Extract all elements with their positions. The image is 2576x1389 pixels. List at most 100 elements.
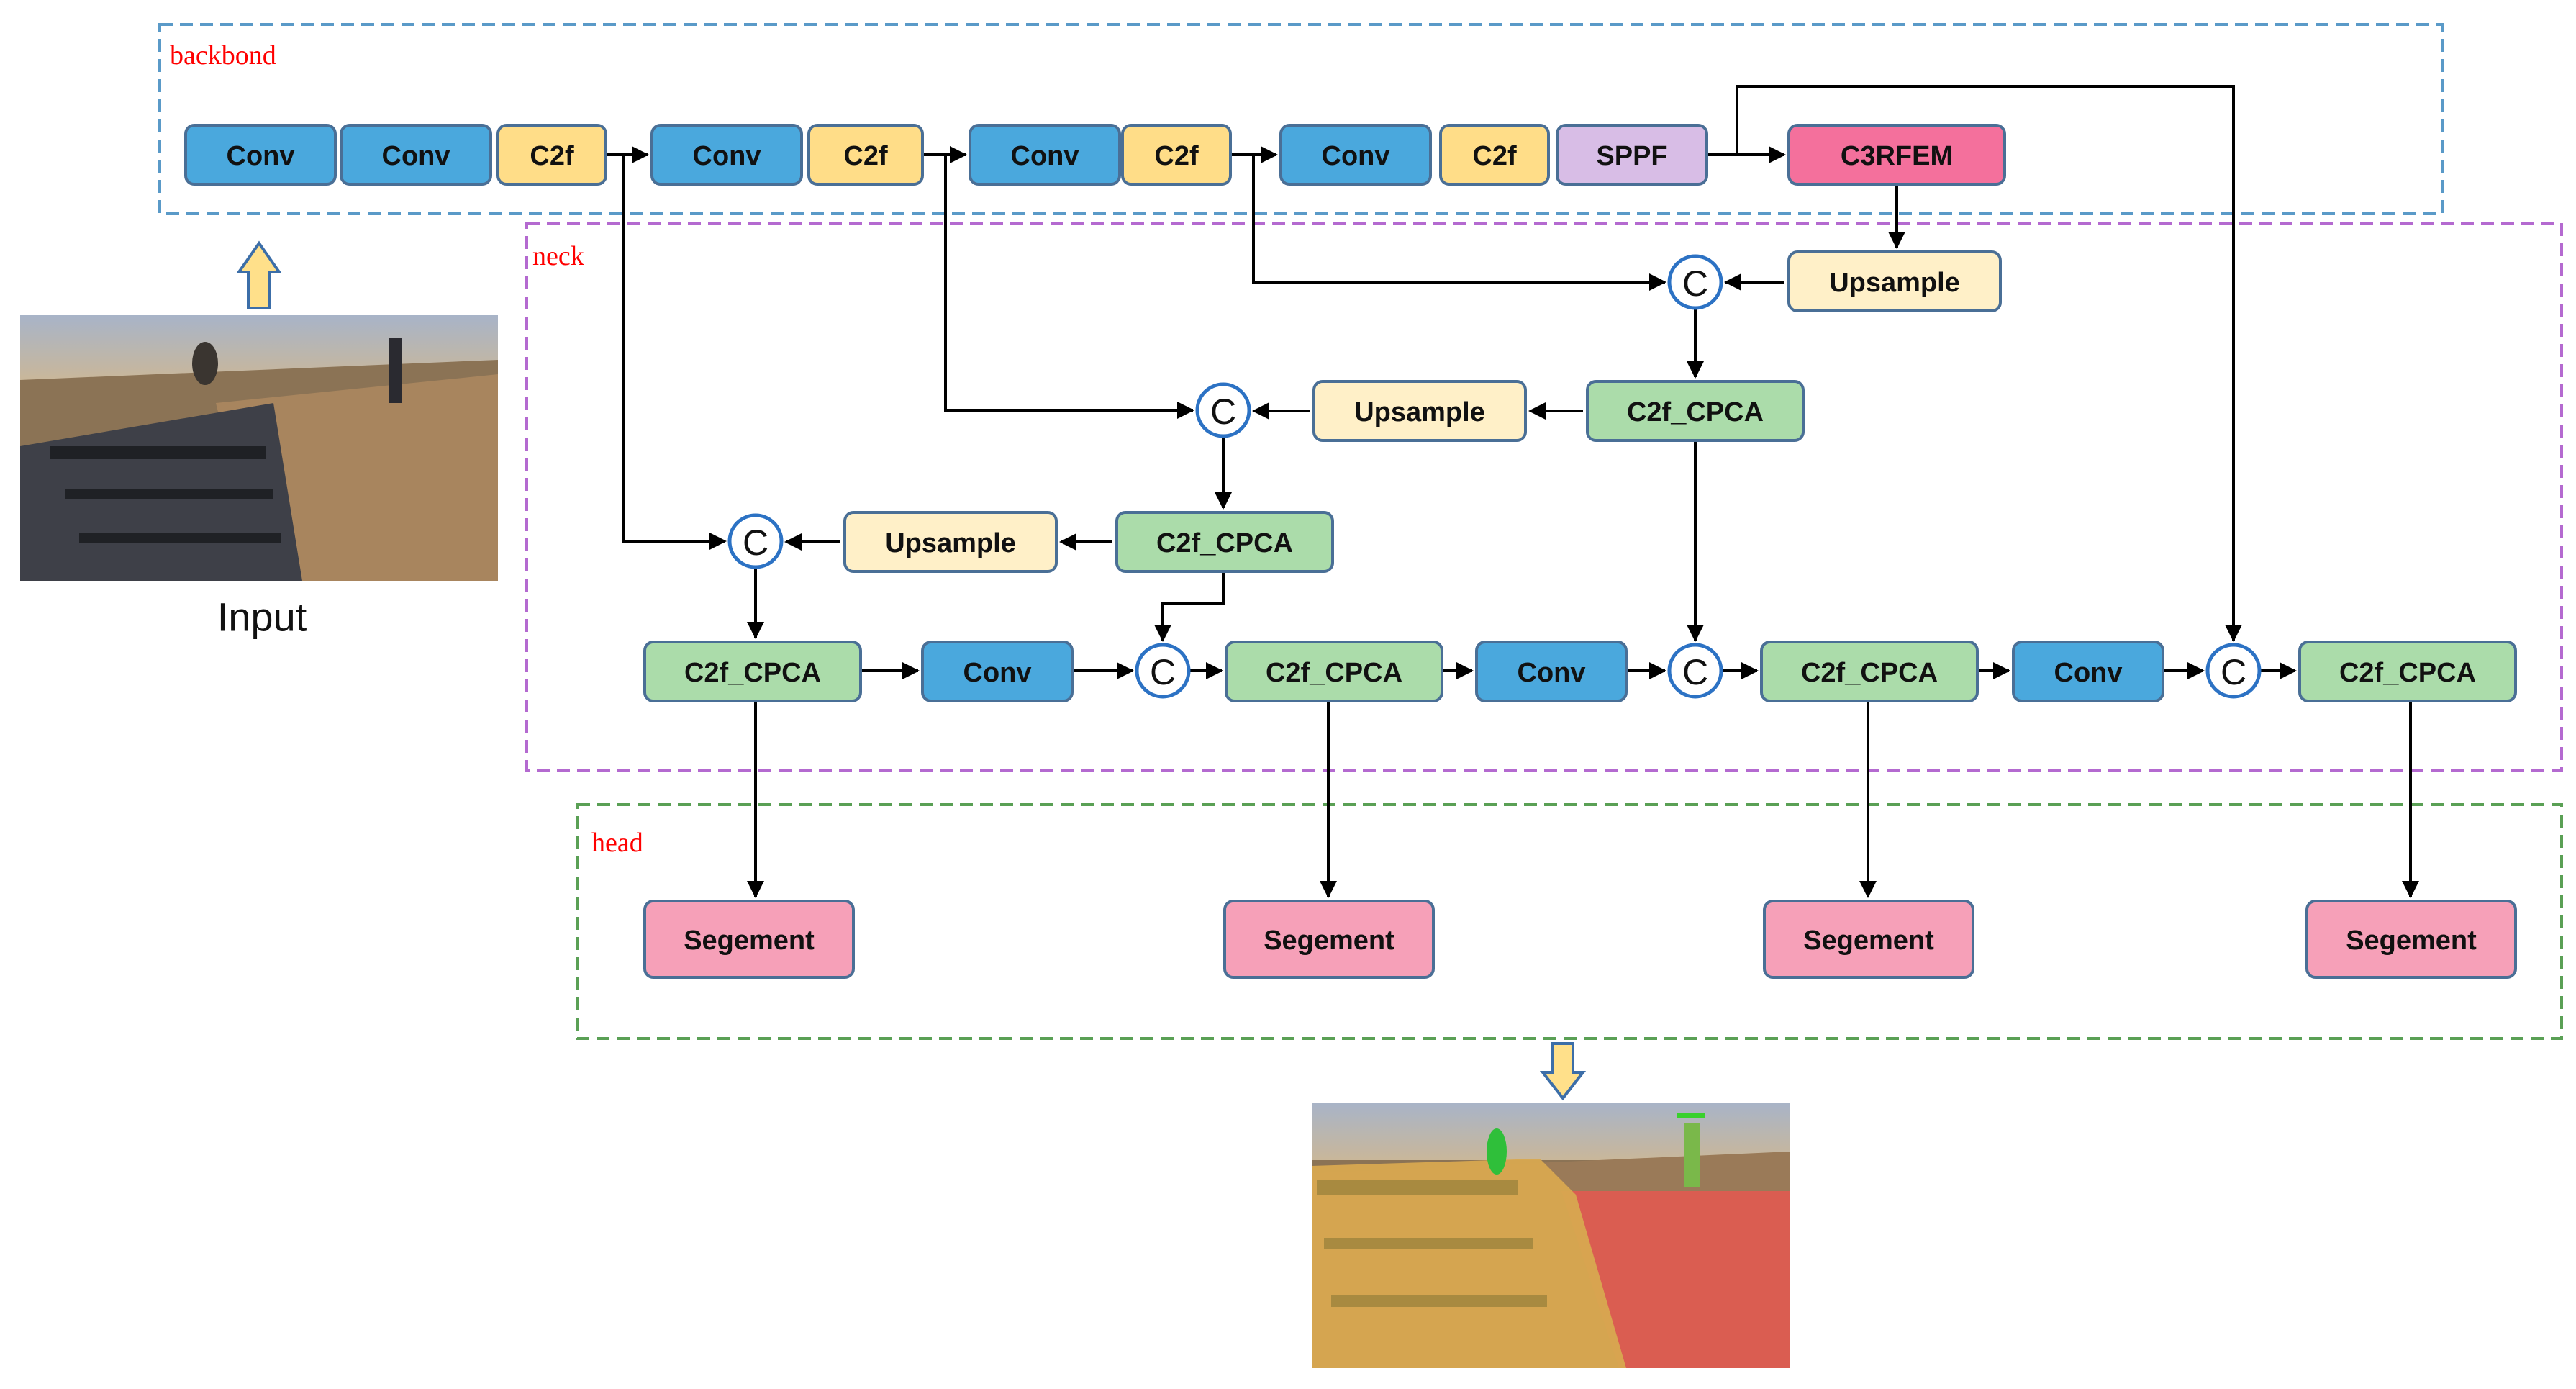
arrow-28 xyxy=(1154,571,1225,642)
nk-upsample1-block-box xyxy=(1787,250,2002,312)
nk-c2fcpca1-block-label: C2f_CPCA xyxy=(1627,397,1764,427)
hd-seg3-block: Segement xyxy=(1763,900,1974,979)
concat-5-symbol: C xyxy=(1682,652,1708,692)
nk-upsample3-block: Upsample xyxy=(843,511,1058,573)
bb-conv1-block-label: Conv xyxy=(227,141,295,171)
bb-c2f3-block-box xyxy=(1121,124,1232,186)
nk-c2fcpca1-block-box xyxy=(1586,380,1805,442)
nk-conv1-block-box xyxy=(921,641,1074,702)
concat-2-node: C xyxy=(1195,382,1251,438)
concat-2-symbol: C xyxy=(1210,392,1236,432)
nk-upsample1-block-label: Upsample xyxy=(1829,268,1960,298)
nk-c2fcpca4-block: C2f_CPCA xyxy=(1225,641,1443,702)
hd-seg2-block: Segement xyxy=(1223,900,1435,979)
bb-c2f3-block: C2f xyxy=(1121,124,1232,186)
bb-conv3-block-box xyxy=(650,124,803,186)
nk-upsample3-block-box xyxy=(843,511,1058,573)
bb-conv2-block: Conv xyxy=(340,124,492,186)
nk-c2fcpca2-block-label: C2f_CPCA xyxy=(1156,528,1293,558)
concat-4-node: C xyxy=(1135,643,1191,699)
bb-c2f3-block-label: C2f xyxy=(1154,141,1199,171)
output-down-arrow-icon xyxy=(1539,1042,1587,1101)
backbone-section-label: backbond xyxy=(170,40,276,71)
bb-conv5-block-label: Conv xyxy=(1322,141,1390,171)
concat-1-symbol: C xyxy=(1682,263,1708,304)
hd-seg3-block-box xyxy=(1763,900,1974,979)
concat-1-circle xyxy=(1667,254,1723,310)
bb-c2f4-block: C2f xyxy=(1439,124,1550,186)
bb-conv5-block-box xyxy=(1279,124,1432,186)
nk-c2fcpca5-block-box xyxy=(1760,641,1979,702)
nk-c2fcpca3-block-box xyxy=(643,641,862,702)
bb-conv1-block-box xyxy=(184,124,337,186)
nk-conv3-block-box xyxy=(2012,641,2164,702)
nk-c2fcpca4-block-label: C2f_CPCA xyxy=(1266,658,1402,688)
concat-4-symbol: C xyxy=(1150,652,1176,692)
concat-3-circle xyxy=(727,513,784,569)
nk-conv2-block-box xyxy=(1475,641,1628,702)
arrow-17 xyxy=(1730,85,2242,642)
bb-c2f1-block-label: C2f xyxy=(530,141,574,171)
nk-c2fcpca5-block: C2f_CPCA xyxy=(1760,641,1979,702)
output-segmentation-image xyxy=(1312,1103,1790,1368)
nk-c2fcpca3-block-label: C2f_CPCA xyxy=(684,658,821,688)
concat-3-node: C xyxy=(727,513,784,569)
hd-seg4-block-label: Segement xyxy=(2346,926,2477,956)
head-section xyxy=(576,803,2563,1040)
input-up-arrow-icon xyxy=(236,240,282,309)
nk-conv2-block: Conv xyxy=(1475,641,1628,702)
bb-conv2-block-label: Conv xyxy=(382,141,450,171)
bb-conv2-block-box xyxy=(340,124,492,186)
bb-c2f1-block-box xyxy=(496,124,607,186)
nk-conv1-block: Conv xyxy=(921,641,1074,702)
nk-c2fcpca1-block: C2f_CPCA xyxy=(1586,380,1805,442)
neck-section-label: neck xyxy=(532,241,584,271)
nk-c2fcpca2-block-box xyxy=(1115,511,1334,573)
hd-seg2-block-label: Segement xyxy=(1264,926,1394,956)
concat-4-circle xyxy=(1135,643,1191,699)
nk-c2fcpca2-block: C2f_CPCA xyxy=(1115,511,1334,573)
bb-conv4-block: Conv xyxy=(969,124,1121,186)
bb-sppf-block: SPPF xyxy=(1556,124,1708,186)
input-image xyxy=(20,315,498,581)
hd-seg3-block-label: Segement xyxy=(1803,926,1934,956)
nk-c2fcpca4-block-box xyxy=(1225,641,1443,702)
nk-conv3-block: Conv xyxy=(2012,641,2164,702)
concat-6-node: C xyxy=(2205,643,2262,699)
bb-c3rfem-block: C3RFEM xyxy=(1787,124,2006,186)
hd-seg1-block-label: Segement xyxy=(684,926,815,956)
hd-seg2-block-box xyxy=(1223,900,1435,979)
hd-seg1-block: Segement xyxy=(643,900,855,979)
bb-conv3-block-label: Conv xyxy=(693,141,761,171)
backbone-section xyxy=(158,23,2444,215)
concat-3-symbol: C xyxy=(743,522,768,563)
concat-1-node: C xyxy=(1667,254,1723,310)
nk-c2fcpca6-block: C2f_CPCA xyxy=(2298,641,2517,702)
nk-upsample1-block: Upsample xyxy=(1787,250,2002,312)
nk-conv3-block-label: Conv xyxy=(2054,658,2123,688)
hd-seg1-block-box xyxy=(643,900,855,979)
bb-c3rfem-block-box xyxy=(1787,124,2006,186)
connection-arrows xyxy=(606,85,2419,898)
bb-c3rfem-block-label: C3RFEM xyxy=(1841,141,1953,171)
concat-6-symbol: C xyxy=(2221,652,2246,692)
bb-c2f2-block-box xyxy=(807,124,924,186)
nk-conv1-block-label: Conv xyxy=(963,658,1032,688)
nk-c2fcpca6-block-box xyxy=(2298,641,2517,702)
neck-section xyxy=(525,222,2563,772)
bb-c2f4-block-box xyxy=(1439,124,1550,186)
bb-c2f2-block-label: C2f xyxy=(843,141,888,171)
bb-c2f2-block: C2f xyxy=(807,124,924,186)
bb-conv4-block-box xyxy=(969,124,1121,186)
concat-5-node: C xyxy=(1667,643,1723,699)
nk-upsample2-block-box xyxy=(1312,380,1527,442)
concat-2-circle xyxy=(1195,382,1251,438)
nk-c2fcpca5-block-label: C2f_CPCA xyxy=(1801,658,1938,688)
bb-conv5-block: Conv xyxy=(1279,124,1432,186)
bb-sppf-block-label: SPPF xyxy=(1596,141,1667,171)
bb-conv4-block-label: Conv xyxy=(1011,141,1079,171)
bb-c2f1-block: C2f xyxy=(496,124,607,186)
bb-c2f4-block-label: C2f xyxy=(1472,141,1517,171)
